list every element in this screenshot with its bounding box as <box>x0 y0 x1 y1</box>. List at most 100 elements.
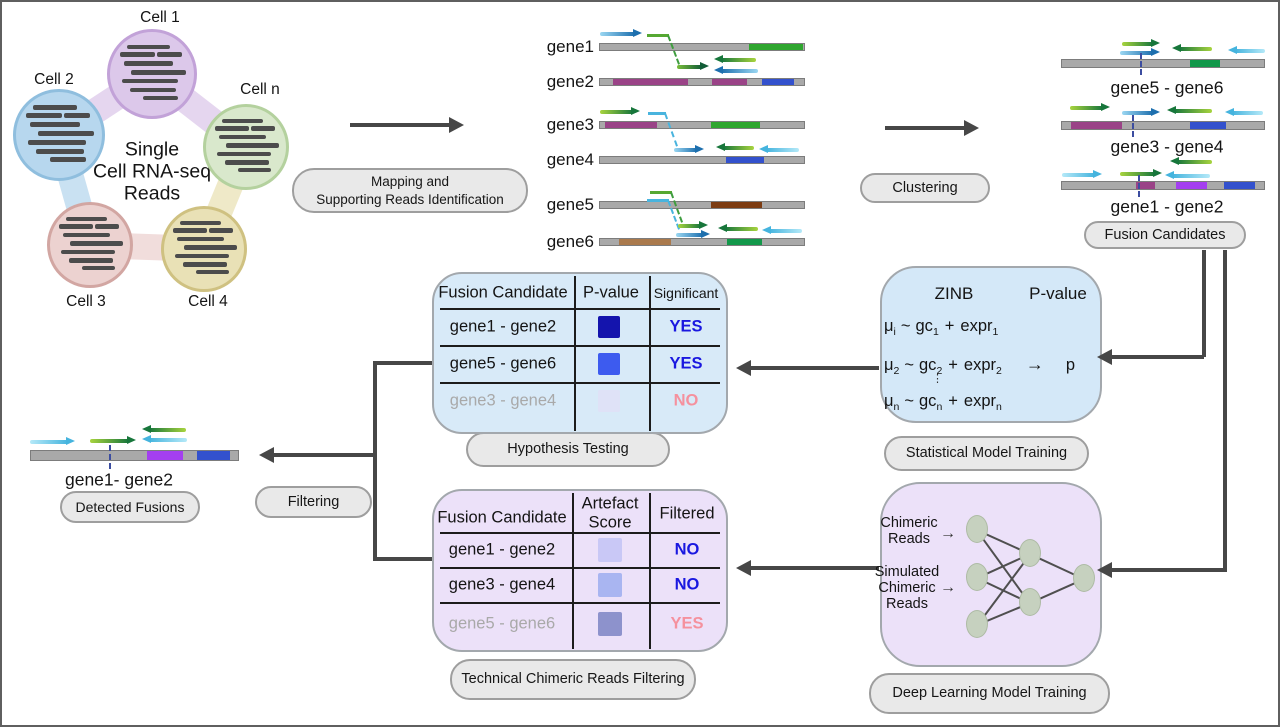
read-arrowhead <box>714 66 723 75</box>
read-arrow <box>1172 174 1210 178</box>
zinb-equation-part: + <box>948 392 958 410</box>
read-arrow <box>721 58 756 62</box>
zinb-equation-part: ~ <box>900 317 911 335</box>
nn-node <box>966 515 988 543</box>
hypothesis-header-significant: Significant <box>653 285 719 301</box>
zinb-equation-part: + <box>948 356 958 374</box>
table-candidate-cell: gene5 - gene6 <box>448 614 556 633</box>
gene-label: gene1 <box>546 37 594 56</box>
cell-label: Cell 1 <box>140 9 180 26</box>
read-arrow <box>1120 51 1153 55</box>
zinb-model-box <box>880 266 1102 423</box>
table-row-line <box>440 532 720 534</box>
zinb-title: ZINB <box>934 284 974 303</box>
segment-blue <box>725 157 764 163</box>
mapping-step-line1: Mapping and <box>370 173 450 189</box>
zinb-equation: μn~gcn+exprn <box>884 392 1002 413</box>
read-arrow <box>725 227 758 231</box>
cell-read-bar <box>160 70 187 75</box>
cell-read-bar <box>94 224 119 229</box>
nn-input-arrow: → <box>940 525 956 542</box>
cell-read-bar <box>26 113 62 118</box>
fusion-junction-dash <box>1139 53 1142 75</box>
cell-read-bar <box>182 262 228 267</box>
table-row-line <box>440 345 720 347</box>
cell-read-bar <box>65 216 107 222</box>
deep-to-artefact-arrow-head <box>736 560 751 576</box>
read-arrowhead <box>699 221 708 230</box>
fusion-junction-dash <box>1131 115 1134 137</box>
read-arrow <box>600 32 635 36</box>
read-arrow <box>721 69 758 73</box>
split-hook <box>647 199 669 202</box>
segment-purple <box>712 79 748 85</box>
value-swatch <box>598 612 622 636</box>
value-swatch <box>598 573 622 597</box>
fusion-candidates-label: Fusion Candidates <box>1104 226 1226 243</box>
table-column-line <box>649 276 651 431</box>
read-arrowhead <box>1165 171 1174 180</box>
nn-input-label: Reads <box>886 596 928 612</box>
read-arrow <box>1122 42 1153 46</box>
read-arrowhead <box>716 143 725 152</box>
read-arrowhead <box>1172 44 1181 53</box>
zinb-dots: ⋮ <box>932 373 943 385</box>
zinb-equation-part: 2 <box>936 365 943 377</box>
zinb-equation-part: μ <box>884 317 894 335</box>
cell-read-bar <box>36 149 84 154</box>
mapping-flow-arrow-head <box>449 117 464 133</box>
read-arrowhead <box>1151 108 1160 117</box>
hypothesis-header-candidate: Fusion Candidate <box>438 283 568 302</box>
read-arrow <box>674 148 697 152</box>
segment-blue <box>1189 122 1227 129</box>
table-result-cell: NO <box>674 575 700 594</box>
gene-bar <box>599 156 805 164</box>
cell-read-bar <box>221 118 263 124</box>
cell-read-bar <box>176 236 224 242</box>
cell-read-bar <box>129 87 177 93</box>
cell-read-bar <box>30 122 80 127</box>
drop-line-zinb <box>1202 250 1206 357</box>
read-arrowhead <box>1151 48 1160 57</box>
read-arrow <box>149 438 187 442</box>
cell-read-bar <box>28 140 64 145</box>
fusion-junction-dash <box>1137 175 1140 197</box>
cell-read-bar <box>38 131 78 136</box>
cluster-title-line2: Cell RNA-seq <box>92 160 212 183</box>
mapping-step-line2: Supporting Reads Identification <box>316 191 504 207</box>
read-arrow <box>90 439 129 443</box>
zinb-equation-part: gc <box>915 317 933 335</box>
cell-label: Cell n <box>240 81 280 98</box>
cell-read-bar <box>195 269 230 275</box>
table-candidate-cell: gene1 - gene2 <box>449 317 557 336</box>
gene-bar <box>599 78 805 86</box>
read-arrow <box>677 65 702 69</box>
nn-input-label: Simulated <box>874 564 940 580</box>
read-arrow <box>1235 49 1265 53</box>
branch-line <box>373 361 377 561</box>
read-arrowhead <box>714 55 723 64</box>
table-column-line <box>574 276 576 431</box>
clustering-flow-arrow <box>885 126 966 130</box>
zinb-equation-part: 2 <box>893 365 900 377</box>
table-row-line <box>440 382 720 384</box>
gene-label: gene4 <box>546 150 594 169</box>
read-arrowhead <box>66 437 75 446</box>
cell-read-bar <box>215 126 249 131</box>
cell-read-bar <box>121 78 157 84</box>
zinb-equation: μ2~gc2+expr2→p <box>884 354 1075 377</box>
deep-learning-label: Deep Learning Model Training <box>892 685 1087 702</box>
segment-blue <box>1224 182 1255 189</box>
value-swatch <box>598 316 620 338</box>
read-arrow <box>600 110 633 114</box>
read-dash-line <box>664 113 678 147</box>
gene-bar <box>599 238 805 246</box>
zinb-equation-part: + <box>944 317 955 335</box>
zinb-equation-part: ~ <box>904 392 914 410</box>
cell-read-bar <box>226 143 264 148</box>
hypothesis-testing-label: Hypothesis Testing <box>507 441 629 458</box>
mapping-flow-arrow <box>350 123 451 127</box>
drop-arrowhead-deep <box>1097 562 1112 578</box>
technical-filtering-pill: Technical Chimeric Reads Filtering <box>450 659 696 700</box>
